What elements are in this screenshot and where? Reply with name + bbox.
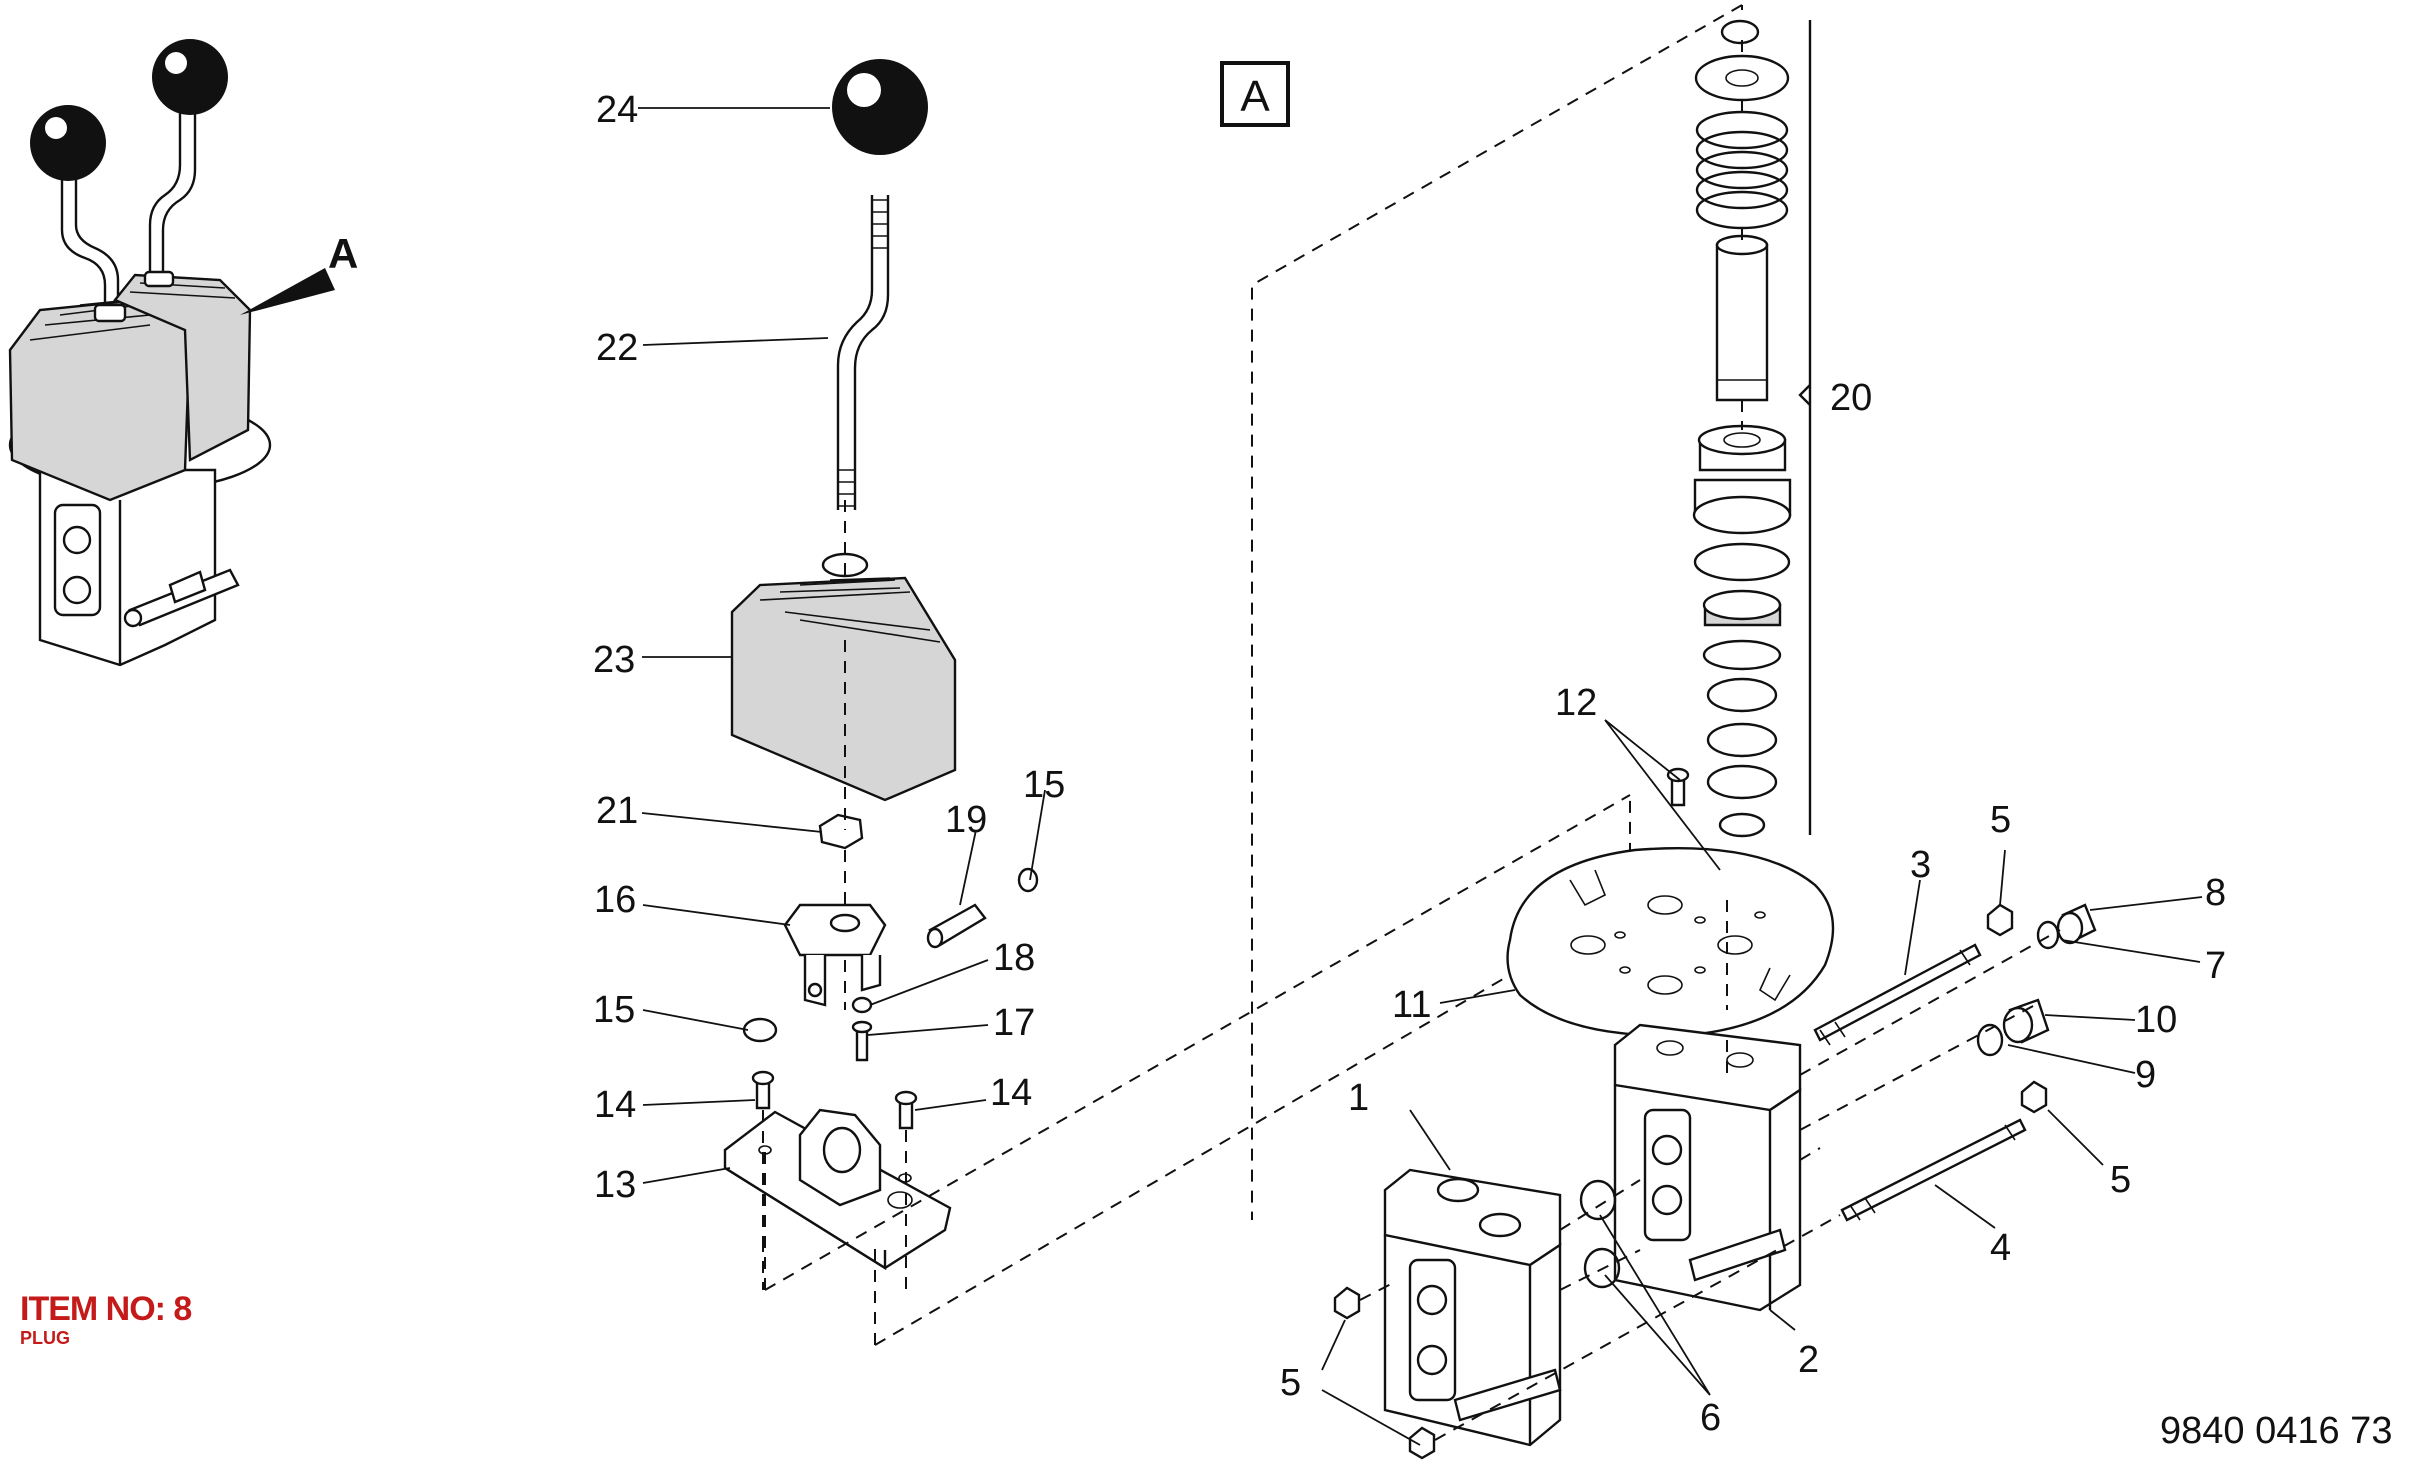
- callout-8: 8: [2205, 872, 2226, 914]
- callout-1: 1: [1348, 1077, 1369, 1119]
- view-a-box-label: A: [1240, 72, 1270, 121]
- callout-5-bottom: 5: [1280, 1362, 1301, 1404]
- callout-22: 22: [596, 327, 638, 369]
- view-a-dashed-boundary: [1251, 4, 1743, 1220]
- callout-2: 2: [1798, 1339, 1819, 1381]
- overview-joystick-assembly: A: [8, 39, 358, 667]
- callout-10: 10: [2135, 999, 2177, 1041]
- leader-lines: [638, 107, 2203, 1446]
- callout-18: 18: [993, 937, 1035, 979]
- callout-5-top: 5: [1990, 799, 2011, 841]
- document-number: 9840 0416 73: [2160, 1410, 2393, 1452]
- callout-11: 11: [1392, 984, 1431, 1026]
- view-arrow-letter: A: [328, 230, 358, 277]
- callout-labels: 24 22 23 21 16 19 15 18 15 17 14 14 13 2…: [593, 89, 2226, 1439]
- callout-7: 7: [2205, 945, 2226, 987]
- view-a-box: [1220, 61, 1290, 127]
- callout-5-right: 5: [2110, 1159, 2131, 1201]
- callout-13: 13: [594, 1164, 636, 1206]
- item-note-subtitle: PLUG: [20, 1328, 71, 1348]
- callout-20: 20: [1830, 377, 1872, 419]
- callout-21: 21: [596, 790, 638, 832]
- valve-detail-group: [1333, 19, 2097, 1460]
- callout-4: 4: [1990, 1227, 2011, 1269]
- item-note: ITEM NO: 8 PLUG: [20, 1290, 192, 1348]
- callout-15-left: 15: [593, 989, 635, 1031]
- callout-6: 6: [1700, 1397, 1721, 1439]
- callout-9: 9: [2135, 1054, 2156, 1096]
- callout-16: 16: [594, 879, 636, 921]
- callout-15-top: 15: [1023, 764, 1065, 806]
- callout-19: 19: [945, 799, 987, 841]
- callout-14-right: 14: [990, 1072, 1032, 1114]
- callout-12: 12: [1555, 682, 1597, 724]
- callout-24: 24: [596, 89, 638, 131]
- callout-3: 3: [1910, 844, 1931, 886]
- callout-17: 17: [993, 1002, 1035, 1044]
- callout-23: 23: [593, 639, 635, 681]
- lever-exploded-group: [723, 59, 1039, 1290]
- callout-14-left: 14: [594, 1084, 636, 1126]
- item-note-title: ITEM NO: 8: [20, 1290, 192, 1328]
